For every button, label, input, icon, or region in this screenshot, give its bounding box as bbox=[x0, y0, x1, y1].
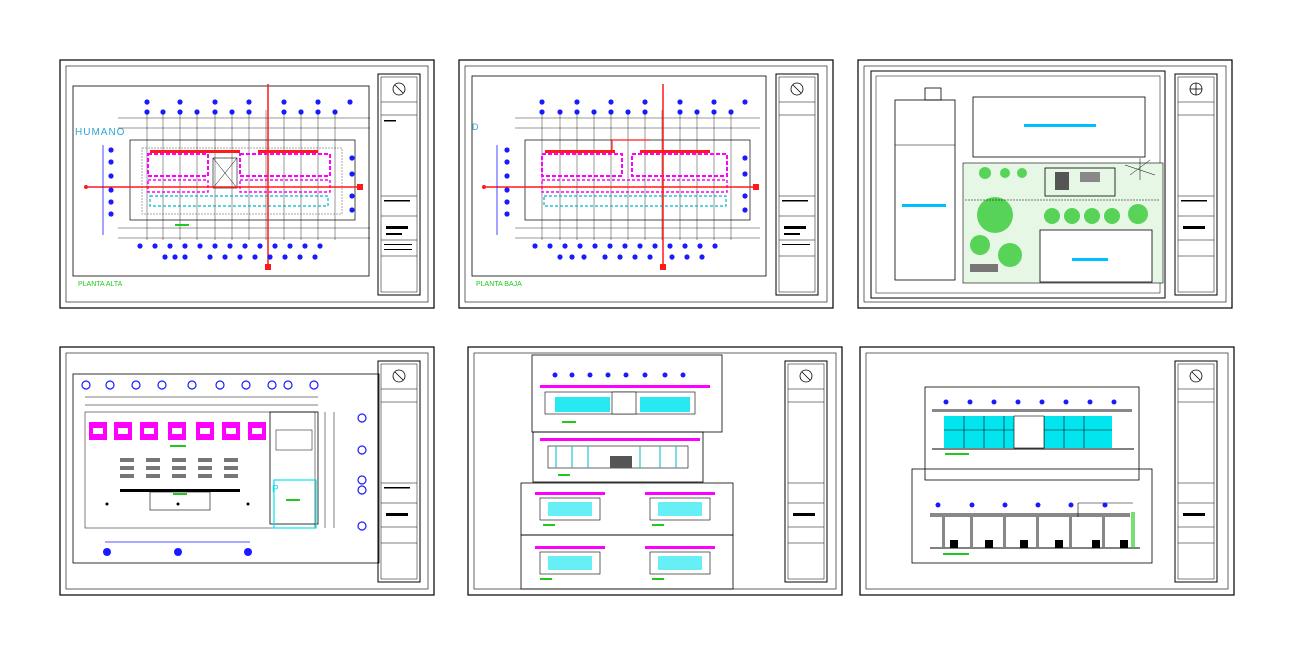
title-block bbox=[1174, 73, 1218, 296]
elevation-drawings bbox=[520, 354, 734, 590]
floor-plan-lower bbox=[482, 84, 760, 270]
facade-drawings bbox=[911, 386, 1153, 564]
sheet-planta-baja[interactable]: D PLANTA BAJA bbox=[458, 59, 834, 309]
detail-plan-drawing: P bbox=[81, 380, 367, 556]
title-block bbox=[775, 73, 819, 296]
grid-bubbles bbox=[504, 99, 748, 260]
sheet-site-plan[interactable] bbox=[857, 59, 1233, 309]
sheet-planta-alta[interactable]: HUMANO PLANTA ALTA bbox=[59, 59, 435, 309]
floor-plan-upper bbox=[84, 84, 370, 270]
north-arrow-icon bbox=[392, 82, 406, 96]
site-plan-drawing bbox=[894, 87, 1164, 284]
title-block bbox=[377, 360, 421, 583]
north-arrow-icon bbox=[790, 82, 804, 96]
title-block bbox=[377, 73, 421, 296]
sheet-facades[interactable] bbox=[859, 346, 1235, 596]
north-arrow-icon bbox=[1189, 369, 1203, 383]
grid-bubbles bbox=[108, 99, 355, 260]
label-planta-baja: PLANTA BAJA bbox=[476, 281, 522, 288]
sheet-elevations[interactable] bbox=[467, 346, 843, 596]
title-block bbox=[784, 360, 828, 583]
north-arrow-icon bbox=[799, 369, 813, 383]
label-planta-alta: PLANTA ALTA bbox=[78, 281, 123, 288]
label-p: P bbox=[272, 484, 279, 495]
sheet-detail-plan[interactable]: P bbox=[59, 346, 435, 596]
title-block bbox=[1174, 360, 1218, 583]
label-humano: HUMANO bbox=[75, 127, 125, 138]
north-arrow-icon bbox=[392, 369, 406, 383]
label-d: D bbox=[472, 122, 479, 132]
